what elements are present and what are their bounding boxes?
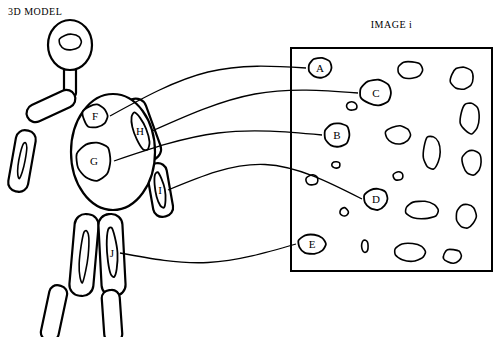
letter-label: D (372, 193, 380, 205)
surface-patch (16, 142, 28, 179)
feature-patch: F (80, 102, 110, 130)
head (48, 20, 92, 70)
feature-patch: G (74, 138, 114, 184)
surface-patch (332, 162, 340, 168)
feature-patch: E (296, 232, 328, 256)
left-upper-arm (24, 87, 79, 125)
patch-outline (309, 58, 332, 78)
human-figure (7, 20, 175, 337)
surface-patch (393, 172, 403, 180)
surface-patch (443, 249, 461, 263)
patch-outline (76, 143, 110, 181)
correspondence-line (168, 164, 362, 199)
panel-heading: 3D MODEL (8, 6, 62, 17)
surface-patch (398, 62, 423, 79)
right-thigh (98, 213, 126, 296)
left-lower-arm (7, 129, 37, 194)
patch-outline (152, 171, 168, 208)
left-lower-leg (39, 284, 68, 337)
left-thigh (68, 213, 99, 297)
patch-outline (360, 80, 391, 106)
surface-patch (450, 67, 473, 89)
surface-patch (77, 230, 90, 283)
surface-patch (406, 201, 439, 218)
surface-patch (59, 34, 81, 50)
panel-heading: IMAGE i (292, 19, 491, 30)
patch-outline (106, 227, 119, 277)
letter-label: B (333, 129, 340, 141)
letter-label: A (316, 62, 324, 74)
surface-patch (347, 102, 357, 110)
correspondence-line (120, 244, 296, 263)
surface-patch (306, 175, 318, 185)
surface-patch (423, 136, 440, 169)
feature-patch: C (358, 78, 394, 108)
surface-patch (456, 204, 476, 228)
surface-patch (395, 243, 426, 261)
patch-outline (82, 104, 107, 127)
letter-label: J (110, 247, 114, 259)
feature-patch: J (104, 222, 120, 284)
letter-label: H (136, 125, 144, 137)
surface-patches (16, 34, 481, 283)
right-lower-leg (101, 289, 123, 337)
patch-outline (364, 189, 387, 210)
surface-patch (460, 103, 479, 134)
letter-label: G (90, 155, 98, 167)
feature-patch: D (362, 186, 390, 212)
letter-label: I (158, 184, 162, 196)
patch-outline (128, 111, 153, 152)
surface-patch (385, 126, 410, 144)
patch-outline (298, 235, 326, 254)
letter-label: E (309, 238, 316, 250)
image-frame: IMAGE iACBDE (290, 47, 493, 272)
feature-patch: A (306, 56, 334, 80)
letter-label: F (92, 110, 98, 122)
feature-patch: B (322, 120, 352, 150)
surface-patch (462, 151, 481, 176)
surface-patch (362, 240, 368, 252)
patch-outline (325, 123, 350, 146)
letter-label: C (372, 87, 379, 99)
feature-patch: I (152, 168, 168, 212)
surface-patch (340, 208, 348, 216)
feature-patch: H (128, 106, 152, 156)
correspondence-line (152, 90, 358, 131)
